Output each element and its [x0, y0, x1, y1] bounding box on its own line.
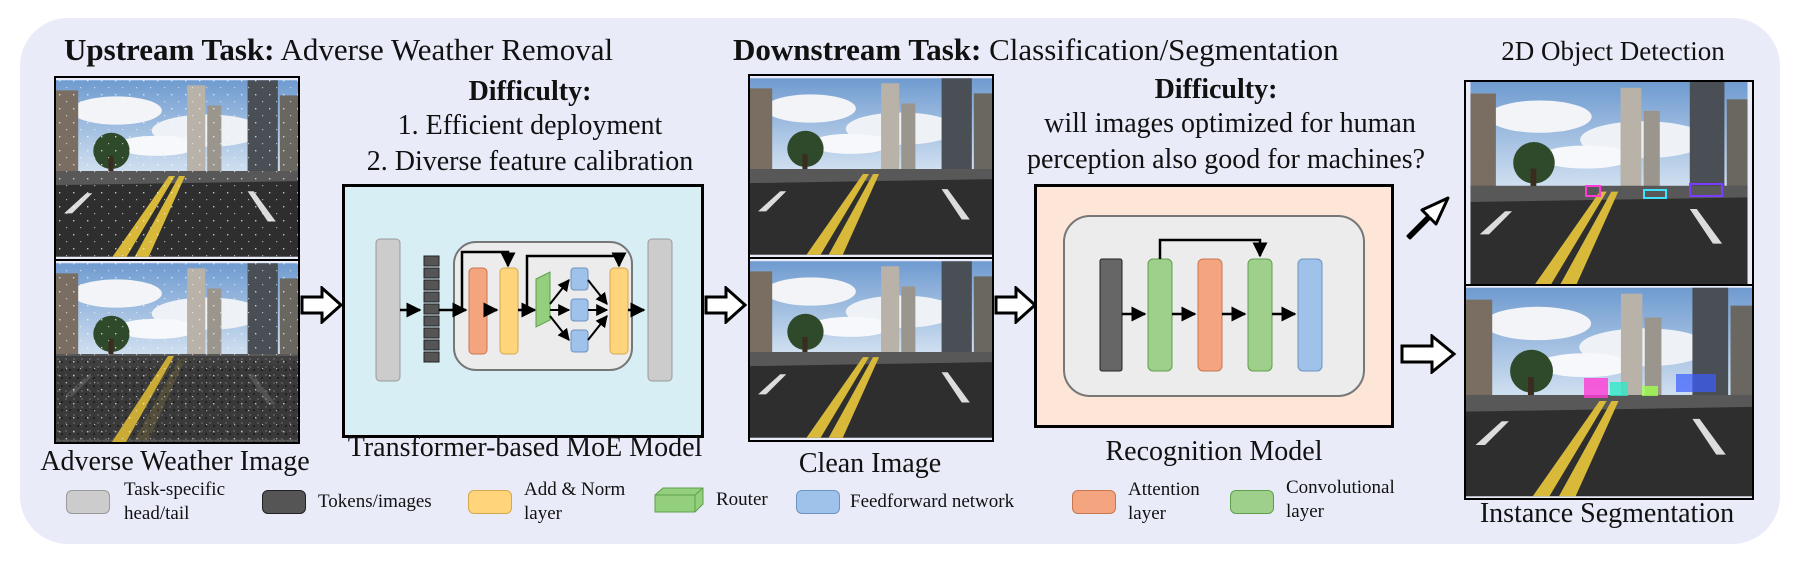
legend-label-head-tail: Task-specific head/tail [124, 479, 226, 524]
clean-image-2 [748, 257, 994, 442]
legend-label-add-norm: Add & Norm layer [524, 479, 626, 524]
downstream-heading: Downstream Task: Classification/Segmenta… [733, 34, 1339, 65]
legend-swatch-ffn [796, 490, 840, 514]
ffn-expert-1 [570, 267, 589, 291]
hollow-right-arrow-icon [704, 286, 748, 324]
hollow-right-arrow-icon [994, 286, 1038, 324]
moe-model-diagram [342, 184, 704, 438]
legend-label-attention: Attention layer [1128, 479, 1200, 524]
ffn-layer [1297, 258, 1323, 372]
upstream-difficulty-line2: 2. Diverse feature calibration [366, 146, 694, 177]
downstream-difficulty-line1: will images optimized for human [1044, 108, 1416, 139]
hollow-right-arrow-icon [1400, 334, 1457, 374]
legend-swatch-router [654, 487, 704, 513]
adverse-image-rain [54, 76, 300, 261]
add-norm-layer-1 [499, 267, 519, 355]
hollow-right-arrow-icon [300, 286, 344, 324]
detection-output-image [1464, 80, 1754, 286]
upstream-difficulty-line1: 1. Efficient deployment [397, 110, 663, 141]
clean-image-1 [748, 74, 994, 259]
tail-block [647, 238, 673, 382]
attention-layer [468, 267, 488, 355]
legend-label-conv: Convolutional layer [1286, 477, 1395, 522]
attention-layer [1197, 258, 1223, 372]
clean-image-caption: Clean Image [798, 448, 942, 479]
downstream-difficulty-title: Difficulty: [1154, 74, 1278, 105]
legend-swatch-head-tail [66, 490, 110, 514]
downstream-heading-text: Classification/Segmentation [989, 32, 1339, 67]
legend-label-ffn: Feedforward network [850, 491, 1015, 512]
add-norm-layer-2 [609, 267, 629, 355]
adverse-image-caption: Adverse Weather Image [40, 446, 310, 477]
recognition-model-caption: Recognition Model [1105, 436, 1323, 467]
detection-title: 2D Object Detection [1501, 36, 1725, 66]
legend: Task-specific head/tail Tokens/images Ad… [60, 477, 1440, 536]
conv-layer-2 [1247, 258, 1273, 372]
token-stack [423, 255, 440, 363]
downstream-difficulty-line2: perception also good for machines? [1026, 144, 1426, 175]
upstream-difficulty-title: Difficulty: [468, 76, 592, 107]
conv-layer-1 [1147, 258, 1173, 372]
segmentation-title: Instance Segmentation [1479, 498, 1735, 529]
upstream-heading-text: Adverse Weather Removal [280, 32, 614, 67]
recognition-model-diagram [1034, 184, 1394, 428]
adverse-image-noise [54, 259, 300, 444]
legend-swatch-add-norm [468, 490, 512, 514]
moe-model-caption: Transformer-based MoE Model [347, 432, 703, 463]
legend-swatch-tokens [262, 490, 306, 514]
legend-swatch-conv [1230, 490, 1274, 514]
upstream-heading: Upstream Task: Adverse Weather Removal [64, 34, 613, 65]
input-tensor [1099, 258, 1123, 372]
hollow-diagonal-arrow-icon [1406, 196, 1450, 240]
ffn-expert-3 [570, 329, 589, 353]
downstream-heading-bold: Downstream Task: [733, 32, 982, 67]
legend-swatch-attention [1072, 490, 1116, 514]
upstream-heading-bold: Upstream Task: [64, 32, 275, 67]
head-block [375, 238, 401, 382]
legend-label-router: Router [716, 489, 768, 510]
ffn-expert-2 [570, 298, 589, 322]
segmentation-output-image [1464, 284, 1754, 500]
router [535, 271, 551, 328]
legend-label-tokens: Tokens/images [318, 491, 432, 512]
